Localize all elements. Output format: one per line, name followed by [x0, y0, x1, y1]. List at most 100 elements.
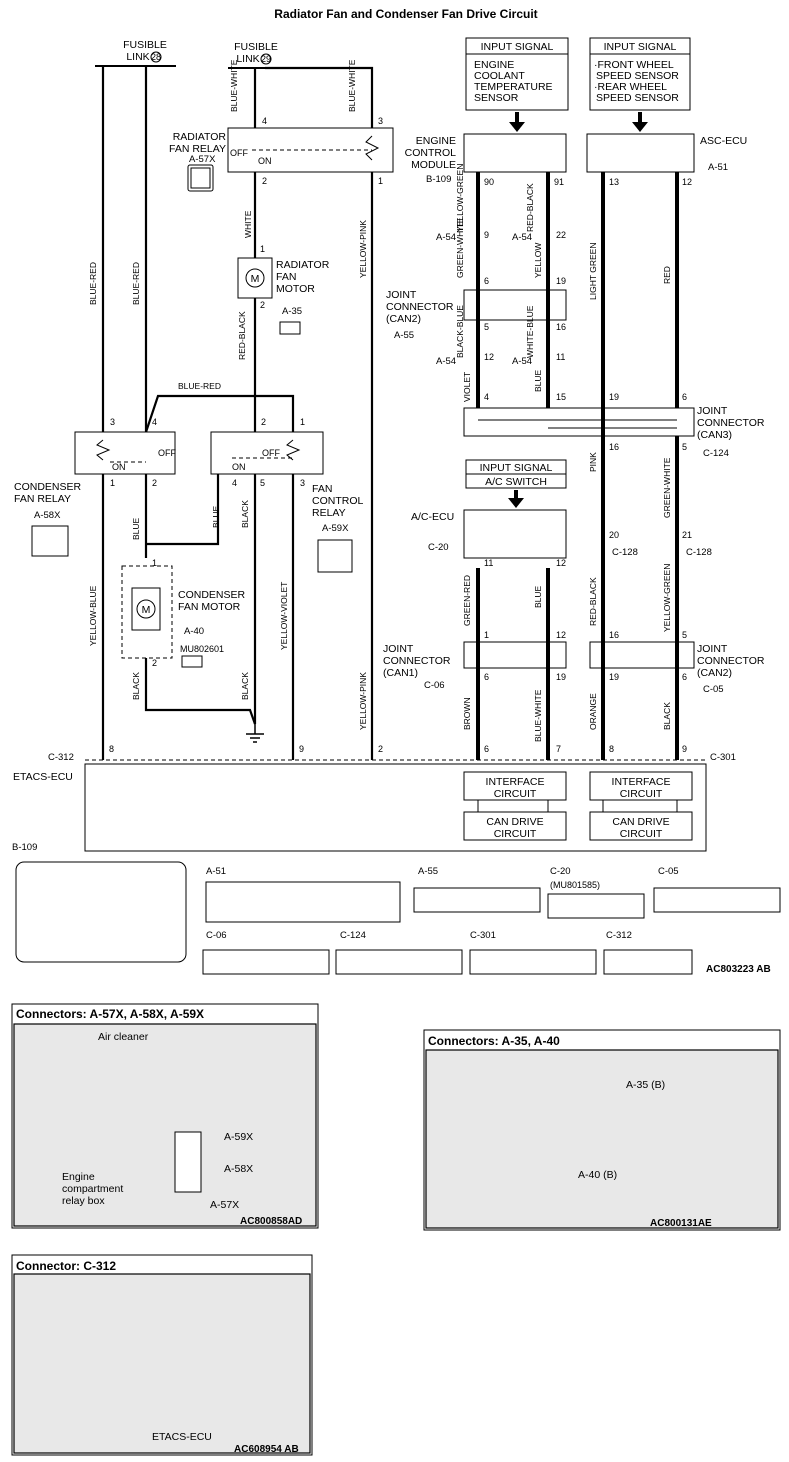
- svg-text:CONNECTOR: CONNECTOR: [383, 655, 451, 667]
- photo-etacs: Connector: C-312 ETACS-ECU AC608954 AB: [11, 1254, 313, 1456]
- svg-text:A-58X: A-58X: [224, 1163, 253, 1175]
- svg-text:12: 12: [556, 630, 566, 640]
- svg-text:FAN MOTOR: FAN MOTOR: [178, 601, 241, 613]
- svg-text:OFF: OFF: [262, 448, 280, 458]
- svg-text:6: 6: [484, 276, 489, 286]
- svg-text:OFF: OFF: [158, 448, 176, 458]
- svg-text:C-312: C-312: [606, 930, 632, 941]
- svg-text:RED-BLACK: RED-BLACK: [525, 183, 535, 232]
- svg-text:9: 9: [299, 744, 304, 754]
- svg-text:3: 3: [110, 417, 115, 427]
- svg-text:A/C SWITCH: A/C SWITCH: [485, 476, 547, 488]
- svg-text:CONTROL: CONTROL: [312, 495, 363, 507]
- svg-text:A-55: A-55: [418, 866, 438, 877]
- svg-text:5: 5: [682, 630, 687, 640]
- svg-text:A-51: A-51: [708, 162, 728, 173]
- svg-text:·FRONT WHEEL: ·FRONT WHEEL: [594, 59, 674, 71]
- svg-text:Air cleaner: Air cleaner: [98, 1031, 149, 1043]
- svg-text:A-59X: A-59X: [322, 523, 349, 534]
- svg-text:INPUT SIGNAL: INPUT SIGNAL: [481, 41, 554, 53]
- svg-text:C-312: C-312: [48, 752, 74, 763]
- svg-text:4: 4: [262, 116, 267, 126]
- svg-text:(CAN2): (CAN2): [697, 667, 732, 679]
- connector-faces: B-109 A-51 A-55 C-20 (MU801585) C-05 C-0…: [12, 842, 781, 975]
- svg-text:1: 1: [378, 176, 383, 186]
- svg-text:8: 8: [109, 744, 114, 754]
- svg-text:AC803223 AB: AC803223 AB: [706, 964, 771, 975]
- svg-text:5: 5: [260, 478, 265, 488]
- power-wires: [101, 66, 374, 760]
- svg-text:BLACK: BLACK: [131, 672, 141, 700]
- svg-text:FAN: FAN: [276, 271, 296, 283]
- svg-text:91: 91: [554, 177, 564, 187]
- svg-text:LINK: LINK: [236, 53, 259, 65]
- svg-text:16: 16: [556, 322, 566, 332]
- svg-text:A-40: A-40: [184, 626, 204, 637]
- svg-text:YELLOW-GREEN: YELLOW-GREEN: [455, 164, 465, 232]
- svg-text:ETACS-ECU: ETACS-ECU: [152, 1431, 212, 1443]
- svg-text:(CAN3): (CAN3): [697, 429, 732, 441]
- svg-text:YELLOW: YELLOW: [533, 243, 543, 278]
- svg-text:ENGINE: ENGINE: [416, 135, 456, 147]
- fusible-link-29: FUSIBLE LINK 29: [228, 41, 280, 69]
- svg-text:CIRCUIT: CIRCUIT: [494, 828, 537, 840]
- svg-text:C-20: C-20: [428, 542, 449, 553]
- svg-text:relay box: relay box: [62, 1195, 105, 1207]
- svg-text:5: 5: [682, 442, 687, 452]
- svg-text:2: 2: [152, 658, 157, 668]
- svg-text:CONDENSER: CONDENSER: [14, 481, 82, 493]
- svg-text:(CAN1): (CAN1): [383, 667, 418, 679]
- svg-text:SPEED SENSOR: SPEED SENSOR: [596, 92, 679, 104]
- svg-text:FUSIBLE: FUSIBLE: [123, 39, 167, 51]
- svg-text:compartment: compartment: [62, 1183, 123, 1195]
- svg-text:C-128: C-128: [686, 547, 712, 558]
- svg-text:19: 19: [556, 276, 566, 286]
- svg-text:A-35 (B): A-35 (B): [626, 1079, 665, 1091]
- input-signal-ect: INPUT SIGNAL ENGINE COOLANT TEMPERATURE …: [465, 37, 569, 132]
- svg-text:JOINT: JOINT: [697, 643, 728, 655]
- svg-text:BLUE: BLUE: [131, 517, 141, 540]
- svg-text:19: 19: [609, 392, 619, 402]
- svg-text:(MU801585): (MU801585): [550, 880, 600, 890]
- svg-text:6: 6: [484, 672, 489, 682]
- joint-connector-can3: JOINT CONNECTOR (CAN3) C-124: [463, 405, 765, 459]
- svg-text:3: 3: [378, 116, 383, 126]
- svg-text:GREEN-WHITE: GREEN-WHITE: [455, 217, 465, 278]
- svg-text:AC800131AE: AC800131AE: [650, 1218, 712, 1229]
- svg-text:2: 2: [261, 417, 266, 427]
- svg-text:A-57X: A-57X: [189, 154, 216, 165]
- svg-text:21: 21: [682, 530, 692, 540]
- svg-text:FUSIBLE: FUSIBLE: [234, 41, 278, 53]
- svg-text:JOINT: JOINT: [386, 289, 417, 301]
- svg-text:YELLOW-PINK: YELLOW-PINK: [358, 220, 368, 278]
- svg-text:2: 2: [378, 744, 383, 754]
- svg-text:YELLOW-GREEN: YELLOW-GREEN: [662, 564, 672, 632]
- svg-text:A-51: A-51: [206, 866, 226, 877]
- svg-text:A-55: A-55: [394, 330, 414, 341]
- svg-text:29: 29: [261, 54, 271, 64]
- svg-text:CONNECTOR: CONNECTOR: [697, 417, 765, 429]
- svg-text:BLACK: BLACK: [240, 672, 250, 700]
- svg-text:9: 9: [484, 230, 489, 240]
- svg-text:FAN RELAY: FAN RELAY: [14, 493, 71, 505]
- svg-text:BLUE: BLUE: [533, 585, 543, 608]
- svg-text:C-124: C-124: [703, 448, 729, 459]
- condenser-fan-motor: M 12 CONDENSER FAN MOTOR A-40 MU802601: [121, 558, 246, 668]
- svg-text:JOINT: JOINT: [383, 643, 414, 655]
- svg-text:SPEED SENSOR: SPEED SENSOR: [596, 70, 679, 82]
- svg-text:BLACK: BLACK: [240, 500, 250, 528]
- svg-text:5: 5: [484, 322, 489, 332]
- svg-text:2: 2: [152, 478, 157, 488]
- svg-text:BLUE-RED: BLUE-RED: [88, 262, 98, 305]
- svg-text:TEMPERATURE: TEMPERATURE: [474, 81, 553, 93]
- svg-text:C-301: C-301: [710, 752, 736, 763]
- svg-text:BLUE-WHITE: BLUE-WHITE: [533, 689, 543, 742]
- svg-text:CIRCUIT: CIRCUIT: [494, 788, 537, 800]
- svg-text:B-109: B-109: [12, 842, 37, 853]
- svg-text:90: 90: [484, 177, 494, 187]
- svg-text:·REAR WHEEL: ·REAR WHEEL: [594, 81, 667, 93]
- svg-text:1: 1: [110, 478, 115, 488]
